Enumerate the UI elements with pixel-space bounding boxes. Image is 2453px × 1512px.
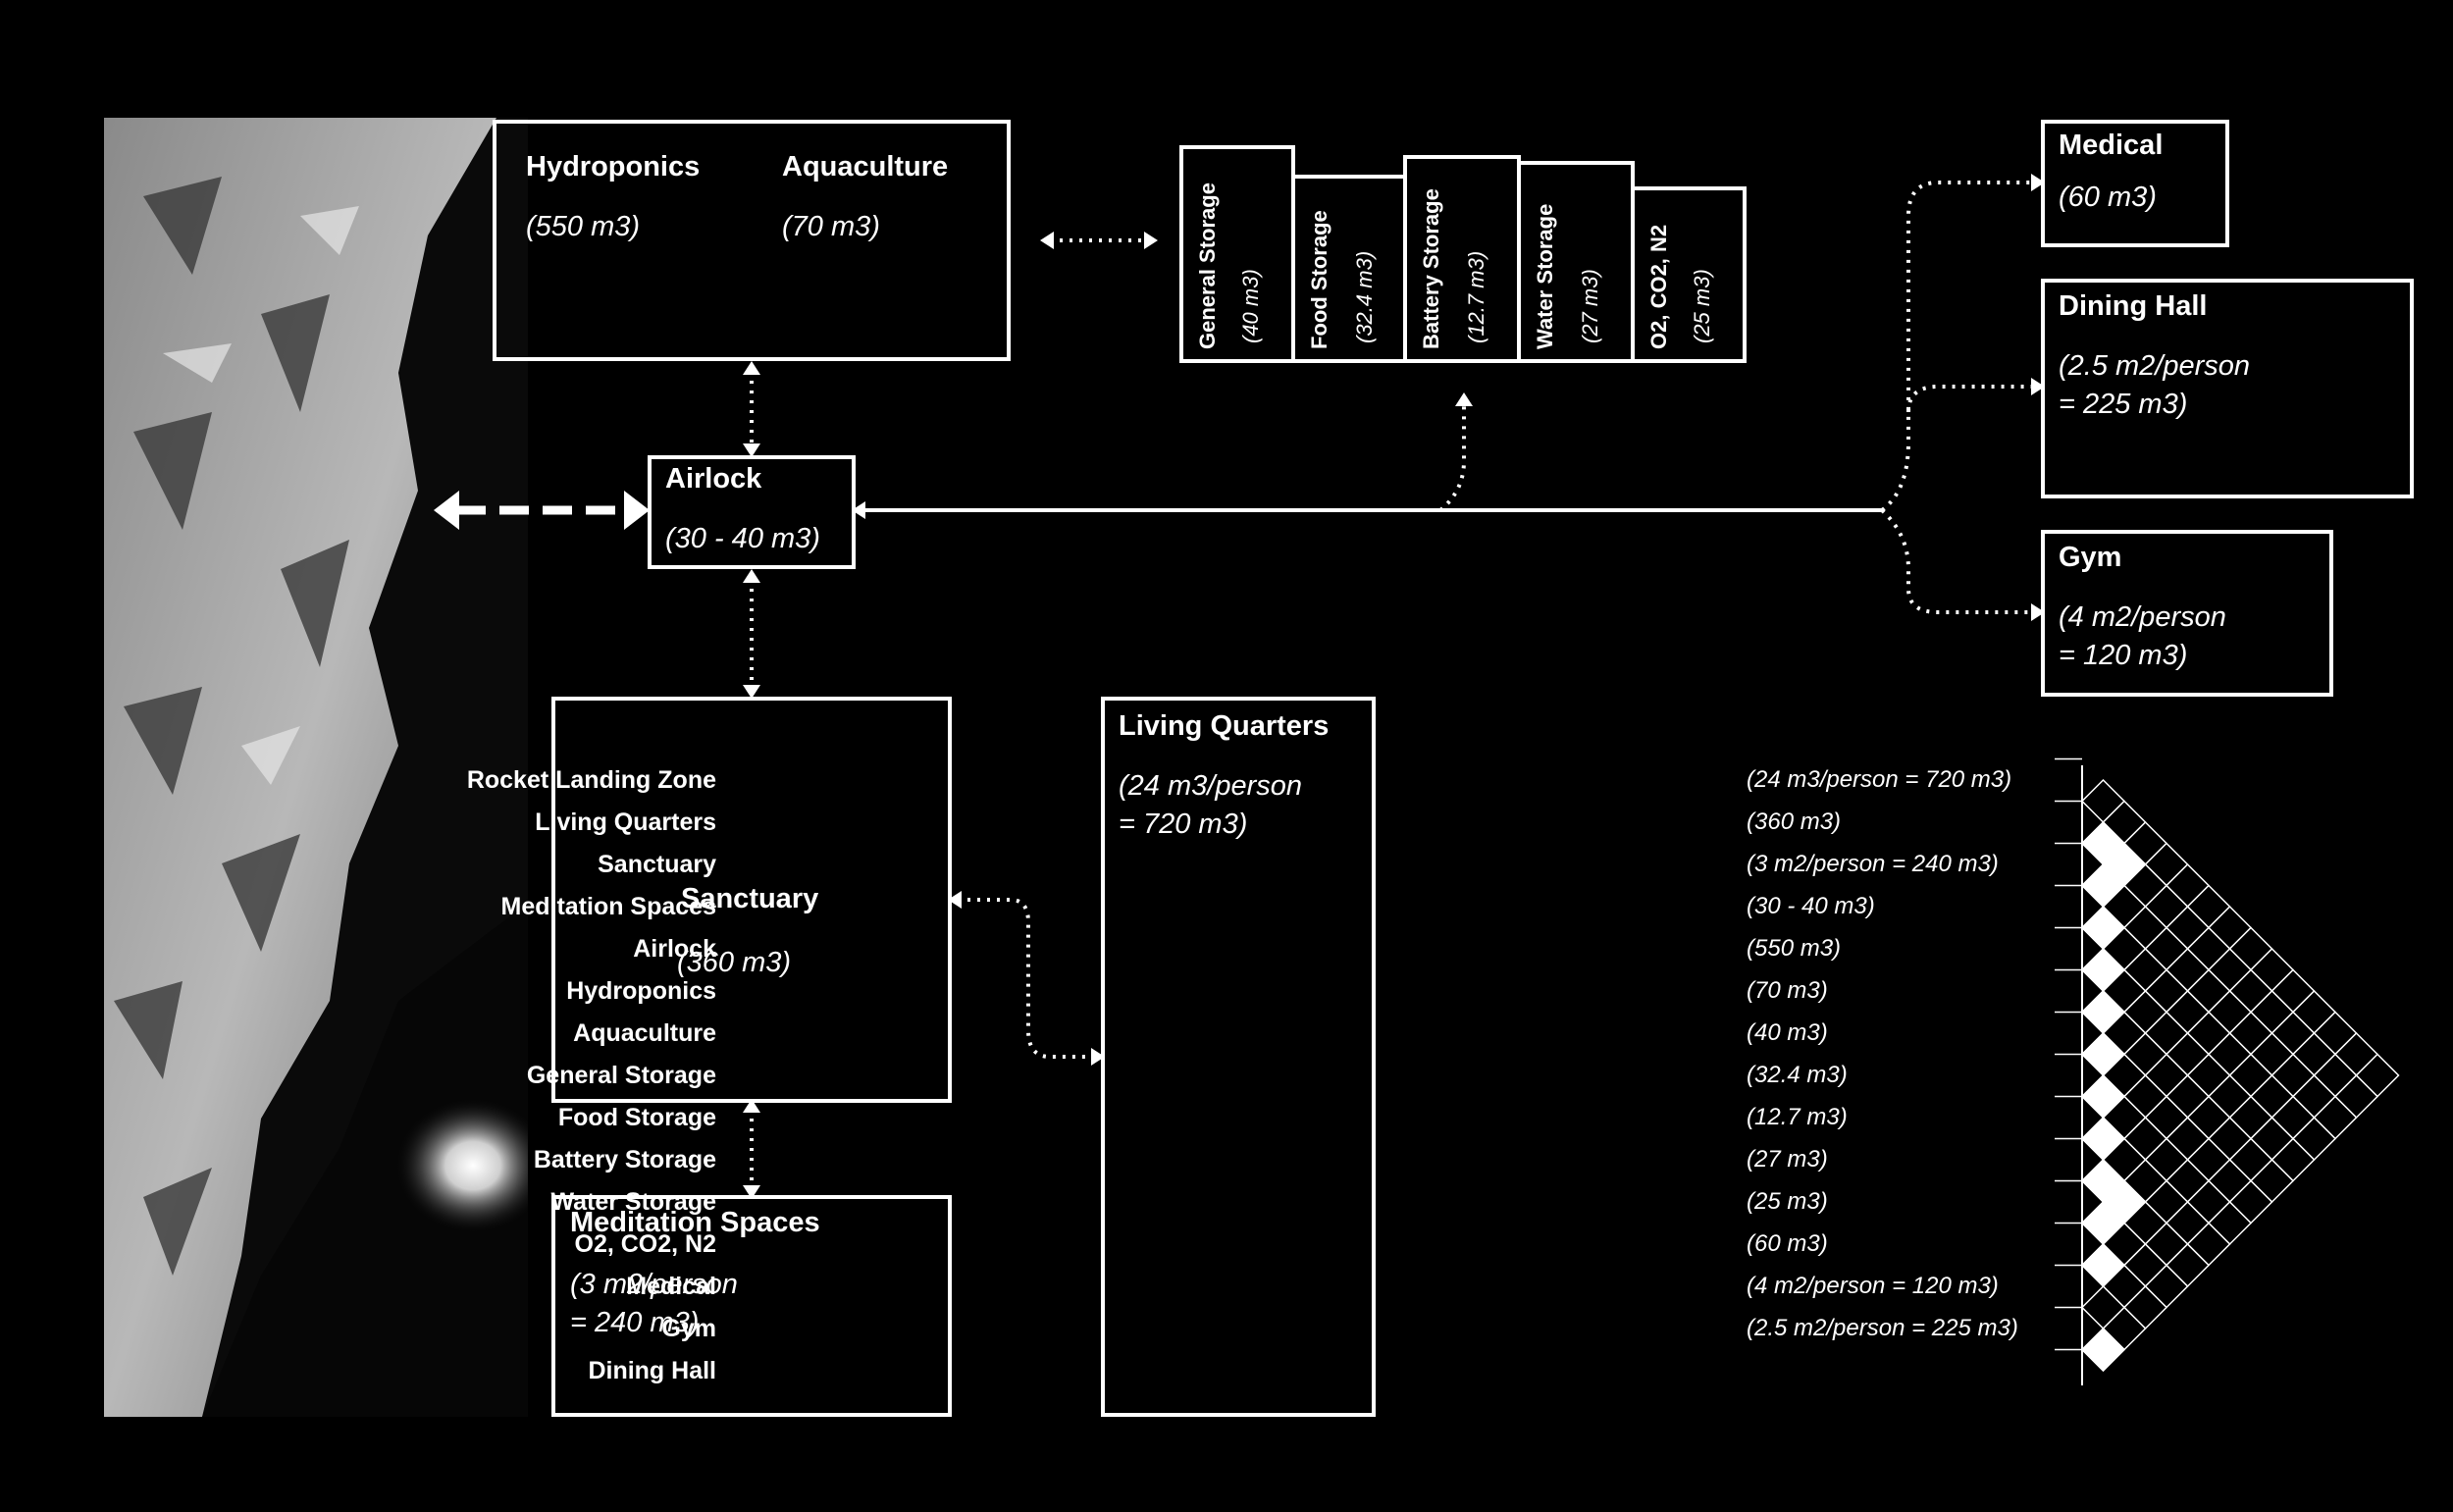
matrix-row-label: Food Storage [557, 1104, 716, 1131]
hydroponics-volume: (550 m3) [526, 211, 641, 242]
matrix-row-volume: (12.7 m3) [1747, 1104, 1848, 1130]
living-quarters-volume: (24 m3/person = 720 m3) [1119, 770, 1302, 840]
sanctuary-box[interactable] [551, 697, 952, 1103]
matrix-cell-filled [2080, 1327, 2126, 1373]
gym-label: Gym [2059, 542, 2122, 573]
matrix-row-volume: (25 m3) [1747, 1188, 1828, 1215]
matrix-row-volume: (360 m3) [1747, 808, 1842, 835]
link-sanctuary-living [958, 898, 1097, 1059]
matrix-row-volume: (30 - 40 m3) [1747, 893, 1875, 919]
link-corridor-storage [1438, 404, 1466, 512]
aquaculture-label: Aquaculture [782, 151, 949, 182]
hydroponics-label: Hydroponics [526, 151, 701, 182]
matrix-row-label: Sanctuary [598, 851, 716, 878]
lunar-surface-image [104, 118, 528, 1417]
matrix-row-label: Hydroponics [566, 977, 716, 1005]
medical-box[interactable] [2041, 120, 2229, 247]
gym-box[interactable] [2041, 530, 2333, 697]
aquaculture-volume: (70 m3) [782, 211, 880, 242]
matrix-row-label: Living Quarters [535, 808, 716, 836]
airlock-box[interactable] [648, 455, 856, 569]
sanctuary-volume: (360 m3) [677, 947, 792, 978]
greenhouse-box[interactable] [493, 120, 1011, 361]
matrix-row-label: Airlock [633, 935, 716, 963]
gas-storage-box[interactable] [1631, 186, 1747, 363]
medical-volume: (60 m3) [2059, 182, 2157, 213]
matrix-row-volume: (4 m2/person = 120 m3) [1747, 1273, 1999, 1299]
matrix-row-label: Dining Hall [588, 1357, 716, 1384]
living-quarters-box[interactable] [1101, 697, 1376, 1417]
matrix-row-label: General Storage [526, 1062, 716, 1089]
sanctuary-label: Sanctuary [681, 883, 819, 914]
airlock-label: Airlock [665, 463, 762, 495]
matrix-row-volume: (3 m2/person = 240 m3) [1747, 851, 1999, 877]
meditation-box[interactable] [551, 1195, 952, 1417]
matrix-row-label: Rocket Landing Zone [466, 766, 716, 794]
matrix-row-label: Meditation Spaces [500, 893, 717, 920]
matrix-row-volume: (2.5 m2/person = 225 m3) [1747, 1315, 2018, 1341]
matrix-row-volume: (550 m3) [1747, 935, 1842, 962]
meditation-volume: (3 m2/person = 240 m3) [570, 1269, 738, 1338]
matrix-row-volume: (24 m3/person = 720 m3) [1747, 766, 2012, 793]
matrix-row-volume: (70 m3) [1747, 977, 1828, 1004]
dining-hall-label: Dining Hall [2059, 290, 2208, 322]
matrix-row-volume: (60 m3) [1747, 1230, 1828, 1257]
matrix-row-label: Aquaculture [573, 1019, 716, 1047]
link-corridor-gym [1880, 508, 2035, 614]
matrix-row-volume: (32.4 m3) [1747, 1062, 1848, 1088]
gym-volume: (4 m2/person = 120 m3) [2059, 601, 2226, 671]
matrix-row-label: Medical [626, 1273, 716, 1300]
matrix-row-label: Gym [661, 1315, 716, 1342]
matrix-row-volume: (27 m3) [1747, 1146, 1828, 1173]
dining-hall-volume: (2.5 m2/person = 225 m3) [2059, 350, 2251, 420]
matrix-row-volume: (40 m3) [1747, 1019, 1828, 1046]
matrix-row-label: Water Storage [550, 1188, 716, 1216]
matrix-row-label: O2, CO2, N2 [574, 1230, 717, 1258]
medical-label: Medical [2059, 130, 2164, 161]
dining-hall-box[interactable] [2041, 279, 2414, 498]
matrix-row-label: Battery Storage [533, 1146, 716, 1173]
living-quarters-label: Living Quarters [1119, 710, 1330, 742]
matrix-cell-filled [2080, 1242, 2126, 1288]
link-corridor-medical [1880, 181, 2035, 512]
airlock-volume: (30 - 40 m3) [665, 523, 820, 554]
meditation-label: Meditation Spaces [570, 1207, 820, 1238]
